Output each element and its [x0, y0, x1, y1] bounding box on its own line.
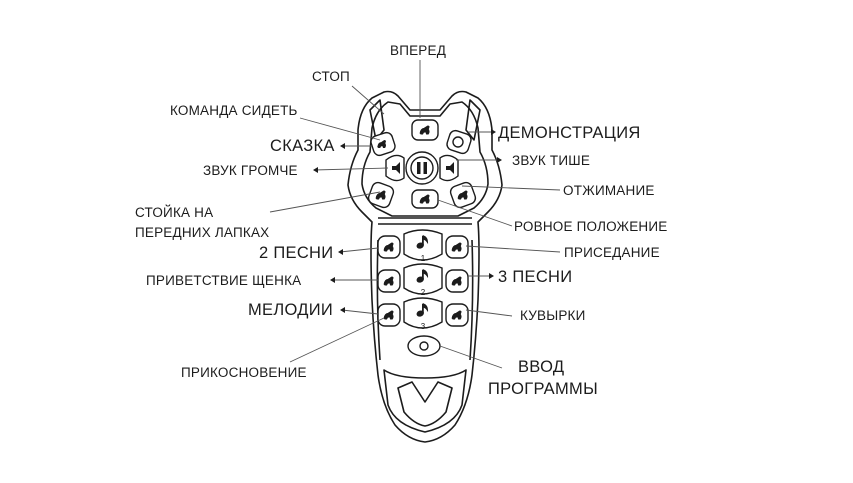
leader-level	[437, 199, 513, 227]
label-front-paw-stand-1: СТОЙКА НА	[135, 205, 214, 220]
button-number-1: 1	[421, 254, 426, 263]
leader-somersaults	[465, 309, 513, 317]
row1-left-button[interactable]	[377, 235, 401, 259]
forward-button[interactable]	[411, 119, 439, 141]
label-forward: ВПЕРЕД	[390, 43, 447, 58]
label-somersaults: КУВЫРКИ	[520, 308, 586, 323]
leader-sit	[299, 117, 381, 141]
leader-vol-up	[313, 167, 389, 171]
volume-up-icon	[392, 162, 400, 174]
squat-button[interactable]	[445, 235, 469, 259]
label-songs-2: 2 ПЕСНИ	[259, 244, 334, 262]
leader-front-paw	[269, 191, 381, 213]
push-ups-button[interactable]	[449, 181, 477, 209]
label-stop: СТОП	[312, 69, 350, 84]
label-front-paw-stand-2: ПЕРЕДНИХ ЛАПКАХ	[135, 225, 270, 240]
volume-down-icon	[446, 162, 454, 174]
demonstration-button[interactable]	[445, 129, 472, 155]
leader-touch	[289, 317, 385, 363]
side-rail-right	[469, 239, 474, 361]
buttons: 1 2 3	[367, 119, 477, 357]
demo-icon	[452, 136, 464, 148]
volume-up-button[interactable]	[385, 154, 405, 182]
songs-3-button[interactable]	[445, 269, 469, 293]
song-button-2[interactable]: 2	[403, 263, 443, 297]
front-paw-stand-button[interactable]	[367, 181, 395, 209]
label-push-ups: ОТЖИМАНИЕ	[563, 183, 655, 198]
lower-plate	[383, 369, 467, 433]
label-front-paw-stand: СТОЙКА НА ПЕРЕДНИХ ЛАПКАХ	[135, 203, 269, 243]
arrow-demo	[491, 129, 496, 135]
lower-plate-inner	[397, 381, 453, 427]
label-puppy-greeting: ПРИВЕТСТВИЕ ЩЕНКА	[146, 273, 302, 288]
arrow-songs2	[338, 249, 343, 255]
leader-lines	[269, 60, 561, 369]
leader-stop	[351, 85, 385, 115]
arrow-vol-down	[497, 157, 502, 163]
label-volume-up: ЗВУК ГРОМЧЕ	[203, 163, 298, 178]
song-button-3[interactable]: 3	[403, 297, 443, 331]
arrow-greeting	[330, 277, 335, 283]
divider	[378, 217, 472, 225]
leader-melodies	[341, 309, 379, 315]
pause-button[interactable]	[405, 151, 439, 185]
label-sit-command: КОМАНДА СИДЕТЬ	[170, 103, 298, 118]
level-position-button[interactable]	[411, 189, 439, 209]
volume-down-button[interactable]	[439, 154, 459, 182]
arrow-fairy-tale	[340, 143, 345, 149]
remote-inner-outline	[361, 101, 489, 217]
arrow-head-group	[313, 129, 502, 313]
remote-outline	[347, 90, 503, 443]
leader-squat	[465, 245, 561, 253]
button-number-2: 2	[421, 288, 426, 297]
leader-program	[439, 345, 503, 369]
arrow-songs3	[489, 273, 494, 279]
label-program-input-2: ПРОГРАММЫ	[488, 380, 598, 398]
label-program-input-1: ВВОД	[518, 358, 565, 376]
leader-pushups	[461, 185, 561, 191]
settings-icon	[419, 341, 429, 351]
label-program-input: ВВОД ПРОГРАММЫ	[488, 356, 606, 400]
label-demonstration: ДЕМОНСТРАЦИЯ	[498, 124, 641, 142]
right-horn	[465, 99, 481, 141]
label-songs-3: 3 ПЕСНИ	[498, 268, 573, 286]
label-level-position: РОВНОЕ ПОЛОЖЕНИЕ	[514, 219, 668, 234]
remote-body	[347, 90, 503, 443]
fairy-tale-button[interactable]	[369, 131, 396, 157]
pause-icon	[417, 162, 427, 174]
song-button-1[interactable]: 1	[403, 229, 443, 263]
label-fairy-tale: СКАЗКА	[270, 137, 335, 155]
puppy-greeting-button[interactable]	[377, 269, 401, 293]
somersaults-button[interactable]	[445, 303, 469, 327]
touch-button[interactable]	[377, 303, 401, 327]
label-squat: ПРИСЕДАНИЕ	[564, 245, 660, 260]
label-touch: ПРИКОСНОВЕНИЕ	[181, 365, 307, 380]
leader-songs2	[339, 247, 379, 253]
label-melodies: МЕЛОДИИ	[248, 301, 334, 319]
arrow-melodies	[340, 307, 345, 313]
label-volume-down: ЗВУК ТИШЕ	[512, 153, 591, 168]
arrow-vol-up	[313, 167, 318, 173]
button-number-3: 3	[421, 322, 426, 331]
